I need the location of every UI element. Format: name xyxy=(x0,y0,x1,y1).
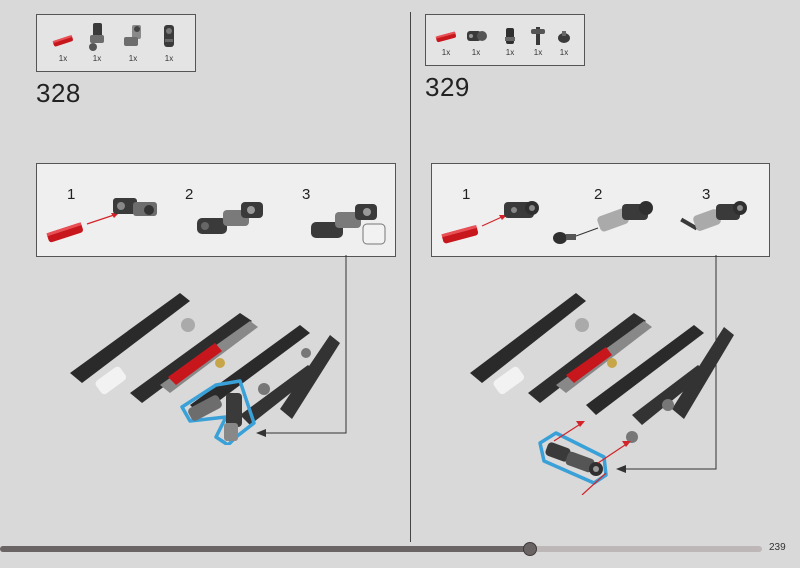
gray-bent-connector-icon xyxy=(124,25,141,46)
part-qty: 1x xyxy=(164,54,174,63)
substep-number: 1 xyxy=(67,186,76,203)
dark-round-bush-icon xyxy=(558,31,570,43)
page-number: 239 xyxy=(769,542,786,553)
part-qty: 1x xyxy=(441,48,451,57)
dark-bush-icon xyxy=(505,28,515,44)
part-item: 1x xyxy=(83,21,111,63)
dark-axle-joint-icon xyxy=(531,27,545,45)
assembly-illustration-329 xyxy=(470,255,734,495)
substep-number: 3 xyxy=(702,186,711,203)
book-progress-bar xyxy=(0,542,762,556)
part-item: 1x xyxy=(432,27,460,57)
gray-angle-connector-icon xyxy=(89,23,104,51)
part-qty: 1x xyxy=(92,54,102,63)
step-number: 329 xyxy=(425,72,470,102)
part-qty: 1x xyxy=(533,48,543,57)
part-item: 1x xyxy=(49,29,77,63)
part-item: 1x xyxy=(119,21,147,63)
substep-callout-329: 1 2 3 xyxy=(431,163,770,257)
part-qty: 1x xyxy=(471,48,481,57)
dark-ball-joint-icon xyxy=(467,31,487,41)
part-qty: 1x xyxy=(505,48,515,57)
substep-callout-328: 1 2 3 xyxy=(36,163,396,257)
parts-list-328: 1x 1x 1x 1x xyxy=(36,14,196,72)
substep-number: 3 xyxy=(302,186,311,203)
red-axle-pin-icon xyxy=(435,31,456,43)
page-divider xyxy=(410,12,411,542)
substep-number: 2 xyxy=(594,186,603,203)
progress-fill xyxy=(0,546,530,552)
part-qty: 1x xyxy=(128,54,138,63)
step-number: 328 xyxy=(36,78,81,108)
part-item: 1x xyxy=(462,25,490,57)
part-qty: 1x xyxy=(559,48,569,57)
part-item: 1x xyxy=(155,21,183,63)
assembly-illustration-328 xyxy=(70,255,347,445)
part-item: 1x xyxy=(550,25,578,57)
parts-list-329: 1x 1x 1x 1x 1x xyxy=(425,14,585,66)
part-item: 1x xyxy=(496,25,524,57)
substep-number: 2 xyxy=(185,186,194,203)
part-item: 1x xyxy=(524,25,552,57)
red-axle-pin-icon xyxy=(52,35,73,47)
dark-axle-connector-icon xyxy=(164,25,174,47)
substep-number: 1 xyxy=(462,186,471,203)
part-qty: 1x xyxy=(58,54,68,63)
substep-illustrations xyxy=(441,201,747,244)
progress-knob xyxy=(522,542,537,556)
substep-illustrations xyxy=(46,198,386,245)
